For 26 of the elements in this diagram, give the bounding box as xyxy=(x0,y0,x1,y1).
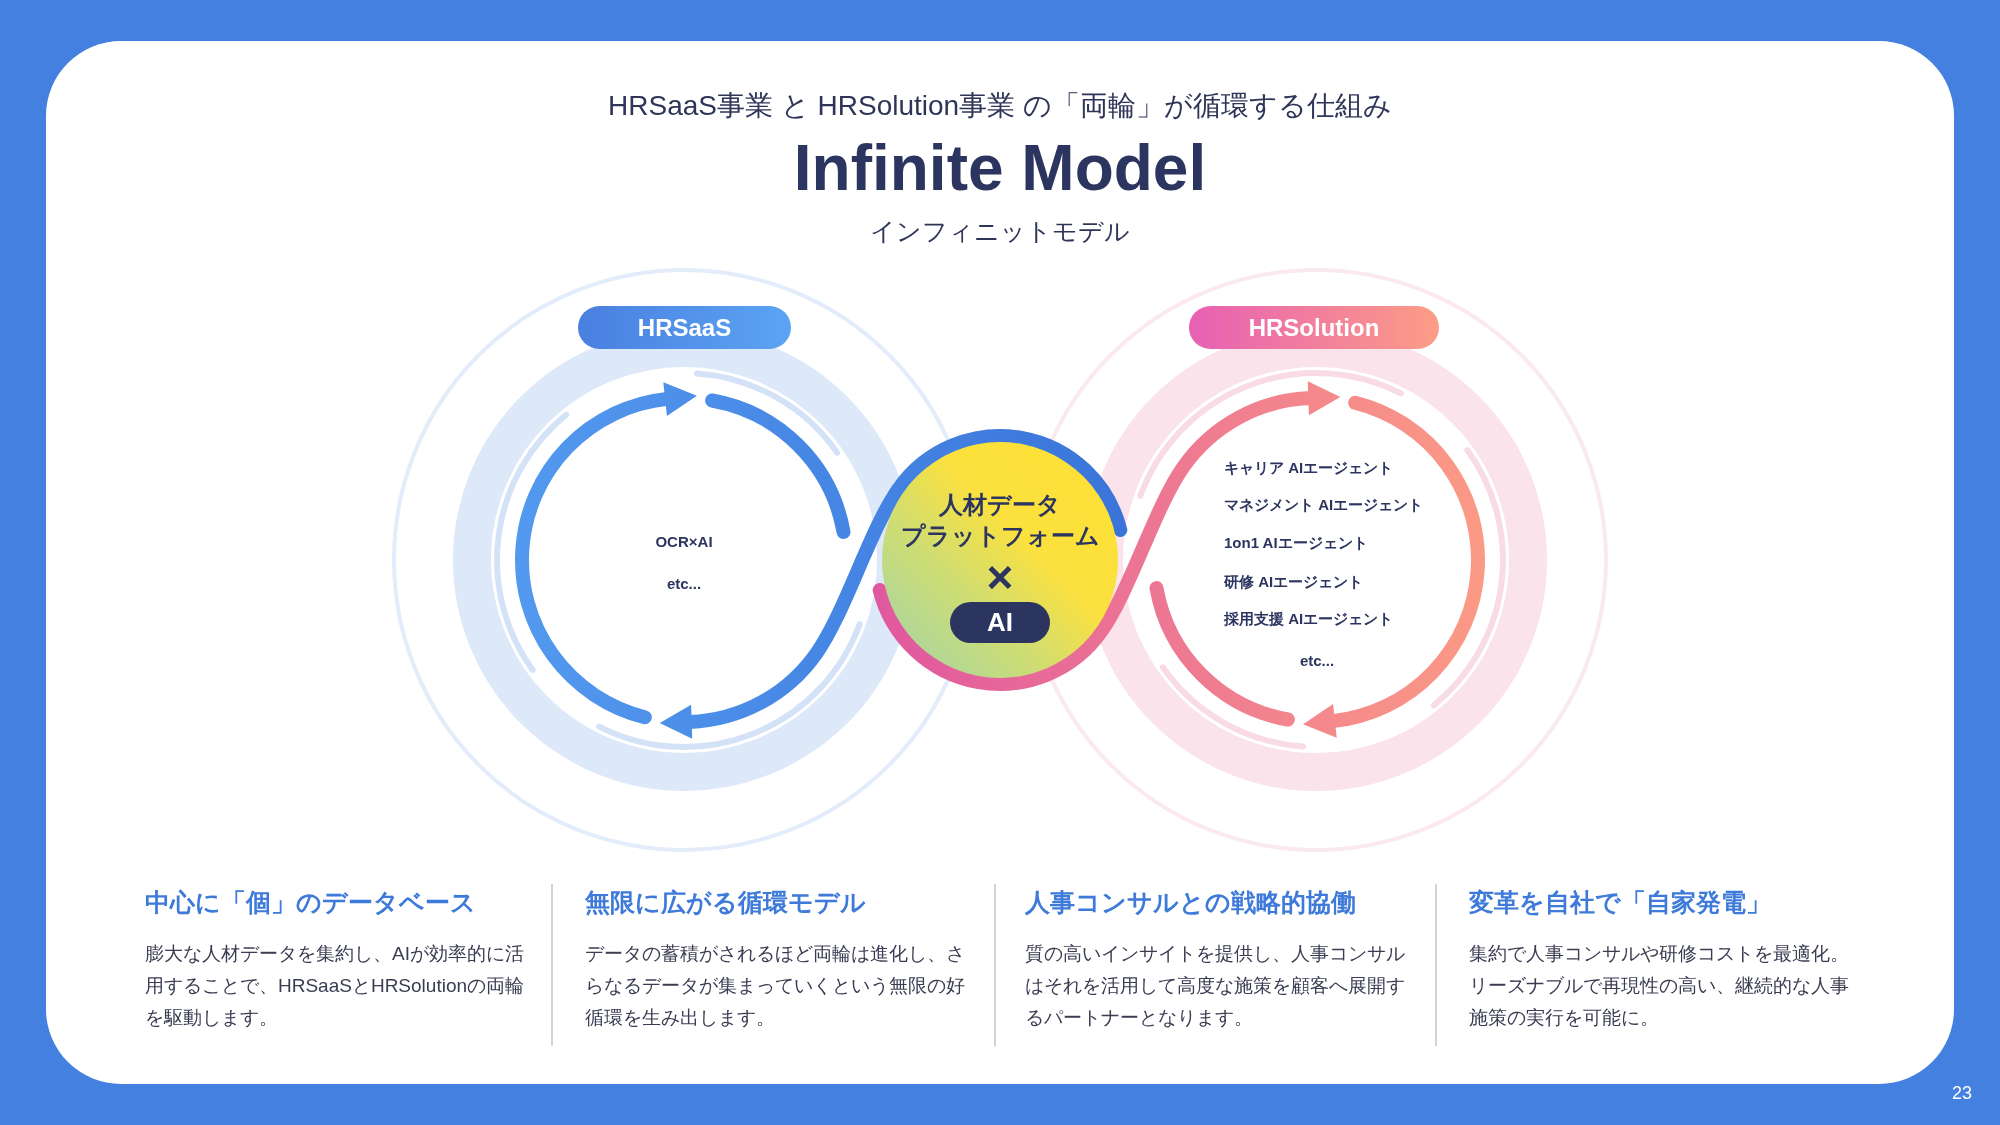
ai-pill: AI xyxy=(950,602,1050,643)
platform-text: 人材データ xyxy=(939,490,1061,520)
body-text: データの蓄積がされるほど両輪は進化し、さらなるデータが集まっていくという無限の好循環を生み出します。 xyxy=(585,942,966,1030)
column-heading: 人事コンサルとの戦略的協働 xyxy=(1025,887,1356,919)
category-pill: HRSaaS xyxy=(578,306,791,349)
list-item: etc... xyxy=(1299,651,1335,671)
title: Infinite Model xyxy=(793,131,1207,206)
page-number: 23 xyxy=(1952,1081,1972,1105)
category-pill: HRSolution xyxy=(1189,306,1439,349)
list-item: キャリア AIエージェント xyxy=(1224,458,1394,478)
body-text: 質の高いインサイトを提供し、人事コンサルはそれを活用して高度な施策を顧客へ展開するパートナーとなります。 xyxy=(1025,942,1406,1030)
list-item: 採用支援 AIエージェント xyxy=(1224,609,1394,629)
list-item: 研修 AIエージェント xyxy=(1224,572,1364,592)
body-text: 集約で人事コンサルや研修コストを最適化。リーズナブルで再現性の高い、継続的な人事施策の実行を可能に。 xyxy=(1469,942,1850,1030)
list-item: etc... xyxy=(666,574,702,594)
subtitle: インフィニットモデル xyxy=(870,216,1130,248)
cross-sign: × xyxy=(986,554,1014,600)
body-text: 膨大な人材データを集約し、AIが効率的に活用することで、HRSaaSとHRSolutionの両輪を駆動します。 xyxy=(145,942,526,1030)
platform-text: プラットフォーム xyxy=(900,521,1100,551)
list-item: 1on1 AIエージェント xyxy=(1224,533,1368,553)
list-item: OCR×AI xyxy=(655,532,713,552)
list-item: マネジメント AIエージェント xyxy=(1224,495,1424,515)
column-heading: 中心に「個」のデータベース xyxy=(145,887,476,919)
column-heading: 変革を自社で「自家発電」 xyxy=(1469,887,1771,919)
subtitle: HRSaaS事業 と HRSolution事業 の「両輪」が循環する仕組み xyxy=(608,88,1392,123)
column-heading: 無限に広がる循環モデル xyxy=(585,887,866,919)
